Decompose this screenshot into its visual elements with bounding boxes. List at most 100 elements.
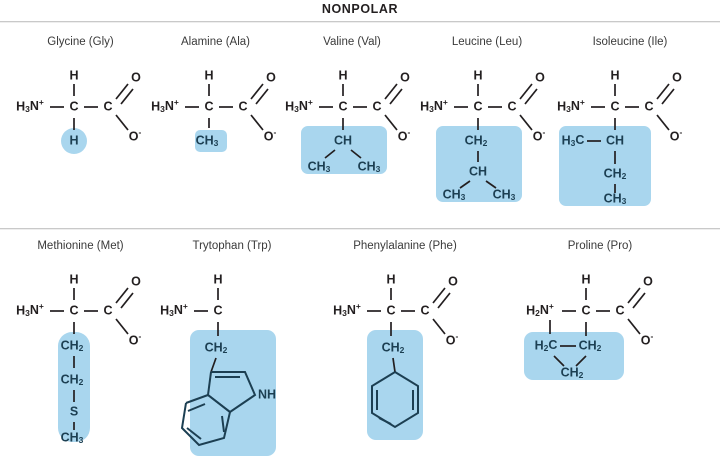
amino-acid-label: Leucine (Leu)	[451, 36, 523, 48]
amino-acid-label: Methionine (Met)	[37, 240, 124, 252]
amino-acid-label: Glycine (Gly)	[47, 36, 114, 48]
atom-side-chain-h: H	[69, 133, 78, 147]
amino-acid-label: Valine (Val)	[323, 36, 381, 48]
atom-carboxylate-o: O-	[670, 127, 683, 143]
atom-side-chain-ch3-right: CH3	[358, 159, 381, 174]
side-chain-highlight	[436, 126, 522, 202]
structure-alanine: H3N+ C H CH3 C O O-	[143, 52, 288, 162]
atom-alpha-carbon: C	[69, 303, 78, 317]
side-chain-highlight	[190, 330, 276, 456]
structure-leucine: H3N+ C H CH2 CH CH3 CH3 C O O-	[412, 52, 562, 212]
structure-methionine: H3N+ C H CH2 CH2 S CH3 C O O-	[8, 256, 153, 456]
atom-carbonyl-o: O	[131, 274, 141, 288]
atom-carboxylate-o: O-	[129, 331, 142, 347]
atom-amino-h: H3N+	[420, 97, 448, 114]
atom-side-chain-ch2: CH2	[465, 133, 488, 148]
atom-carbonyl-o: O	[448, 274, 458, 288]
atom-side-chain-ch3: CH3	[196, 133, 219, 148]
atom-side-chain-ch: CH	[469, 164, 487, 178]
atom-alpha-h: H	[213, 272, 222, 286]
atom-alpha-h: H	[69, 68, 78, 82]
atom-amino-h: H3N+	[16, 301, 44, 318]
structure-phenylalanine: H3N+ C H CH2 C O O-	[325, 256, 485, 446]
divider-middle	[0, 228, 720, 229]
atom-amino-h: H3N+	[285, 97, 313, 114]
atom-amino-h: H2N+	[526, 301, 554, 318]
amino-acid-label: Alamine (Ala)	[180, 36, 251, 48]
atom-side-chain-h3c: H3C	[562, 133, 585, 148]
atom-side-chain-s: S	[70, 404, 78, 418]
amino-acid-label: Isoleucine (Ile)	[592, 36, 668, 48]
atom-amino-h: H3N+	[151, 97, 179, 114]
atom-side-chain-ch2-a: CH2	[61, 338, 84, 353]
atom-alpha-h: H	[610, 68, 619, 82]
atom-amino-h: H3N+	[16, 97, 44, 114]
atom-side-chain-ch3: CH3	[604, 191, 627, 206]
atom-ring-h2c: H2C	[535, 338, 558, 353]
atom-alpha-carbon: C	[386, 303, 395, 317]
amino-acid-label: Phenylalanine (Phe)	[353, 240, 457, 252]
atom-carbonyl-o: O	[672, 70, 682, 84]
structure-tryptophan: H3N+ C H CH2 NH	[152, 256, 312, 466]
side-chain-highlight	[195, 130, 227, 152]
structure-valine: H3N+ C H CH CH3 CH3 C O O-	[277, 52, 427, 182]
atom-carboxyl-carbon: C	[420, 303, 429, 317]
amino-acid-label: Proline (Pro)	[567, 240, 633, 252]
atom-carbonyl-o: O	[643, 274, 653, 288]
amino-acid-label: Trytophan (Trp)	[192, 240, 272, 252]
atom-alpha-h: H	[386, 272, 395, 286]
side-chain-highlight	[301, 126, 387, 174]
structure-isoleucine: H3N+ C H CH H3C CH2 CH3 C O O-	[545, 52, 715, 217]
atom-side-chain-ch2: CH2	[205, 340, 228, 355]
atom-carboxylate-o: O-	[533, 127, 546, 143]
atom-ring-ch2-bottom: CH2	[561, 365, 584, 380]
atom-carbonyl-o: O	[131, 70, 141, 84]
atom-side-chain-ch2: CH2	[382, 340, 405, 355]
atom-side-chain-ch: CH	[606, 133, 624, 147]
atom-side-chain-ch3-left: CH3	[443, 187, 466, 202]
atom-alpha-h: H	[473, 68, 482, 82]
atom-ring-ch2-right: CH2	[579, 338, 602, 353]
atom-side-chain-ch: CH	[334, 133, 352, 147]
atom-carboxyl-carbon: C	[103, 303, 112, 317]
atom-side-chain-ch3-left: CH3	[308, 159, 331, 174]
atom-alpha-carbon: C	[610, 99, 619, 113]
atom-carboxyl-carbon: C	[507, 99, 516, 113]
atom-alpha-h: H	[204, 68, 213, 82]
atom-amino-h: H3N+	[160, 301, 188, 318]
atom-amino-h: H3N+	[557, 97, 585, 114]
side-chain-highlight	[367, 330, 423, 440]
atom-alpha-carbon: C	[213, 303, 222, 317]
structure-glycine: H3N+ C H H C O O-	[8, 52, 153, 162]
atom-carboxyl-carbon: C	[372, 99, 381, 113]
atom-carboxylate-o: O-	[398, 127, 411, 143]
side-chain-highlight	[61, 128, 87, 154]
atom-indole-nh: NH	[258, 387, 276, 401]
atom-carboxylate-o: O-	[446, 331, 459, 347]
atom-carboxylate-o: O-	[264, 127, 277, 143]
atom-alpha-carbon: C	[338, 99, 347, 113]
atom-alpha-carbon: C	[581, 303, 590, 317]
atom-side-chain-ch3-right: CH3	[493, 187, 516, 202]
atom-carboxyl-carbon: C	[644, 99, 653, 113]
atom-carboxyl-carbon: C	[238, 99, 247, 113]
atom-carbonyl-o: O	[400, 70, 410, 84]
atom-alpha-carbon: C	[473, 99, 482, 113]
atom-amino-h: H3N+	[333, 301, 361, 318]
atom-alpha-h: H	[581, 272, 590, 286]
divider-top	[0, 21, 720, 22]
atom-side-chain-ch2: CH2	[604, 166, 627, 181]
atom-carboxylate-o: O-	[129, 127, 142, 143]
atom-carbonyl-o: O	[266, 70, 276, 84]
side-chain-highlight	[524, 332, 624, 380]
atom-carboxylate-o: O-	[641, 331, 654, 347]
atom-alpha-carbon: C	[69, 99, 78, 113]
side-chain-highlight	[58, 332, 90, 442]
side-chain-highlight	[559, 126, 651, 206]
page-title: NONPOLAR	[321, 2, 399, 16]
structure-proline: H2N+ C H H2C CH2 CH2 C O O	[510, 256, 690, 396]
atom-alpha-carbon: C	[204, 99, 213, 113]
atom-carboxyl-carbon: C	[615, 303, 624, 317]
atom-side-chain-ch2-b: CH2	[61, 372, 84, 387]
